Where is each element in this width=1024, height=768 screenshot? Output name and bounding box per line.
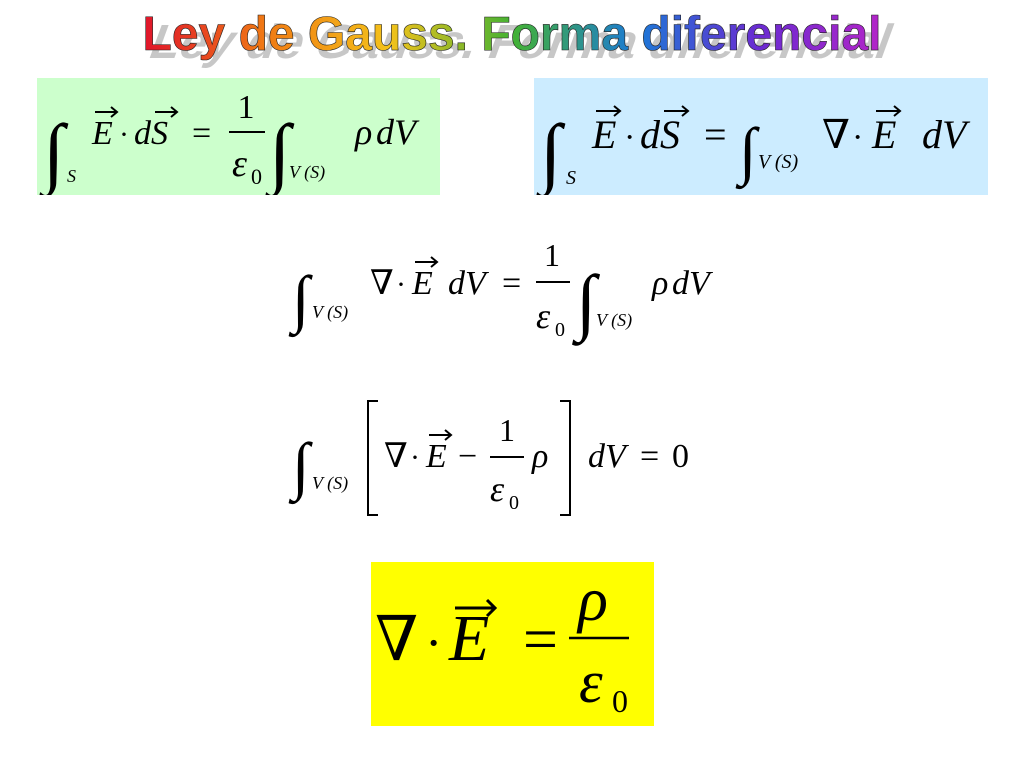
equals-sign: = [640, 438, 659, 475]
area-element: dS [134, 115, 168, 152]
epsilon-symbol: ε [579, 649, 603, 715]
integral-sign: ∫ [535, 108, 566, 195]
epsilon-symbol: ε [490, 469, 505, 509]
epsilon-subscript: 0 [251, 164, 262, 189]
title-shadow: Ley de Gauss. Forma diferencial [143, 14, 901, 68]
integral-sign: ∫ [264, 108, 295, 195]
equation-integral-form-graphic: ∫ S E · dS = 1 ε 0 ∫ V (S) ρ dV [38, 89, 420, 195]
vector-arrow-icon [415, 256, 439, 268]
vector-arrow-icon [455, 598, 498, 618]
volume-subscript: V (S) [312, 302, 348, 323]
field-E: E [871, 112, 896, 157]
minus-sign: − [458, 438, 477, 475]
area-element: dS [640, 112, 680, 157]
zero-value: 0 [672, 438, 689, 475]
equation-zero-integral: ∫ V (S) ∇ · E − 1 ε 0 ρ dV = 0 [280, 395, 720, 520]
nabla-symbol: ∇ [822, 112, 850, 157]
dot-operator: · [119, 118, 129, 151]
integral-sign: ∫ [735, 115, 760, 190]
field-E: E [411, 265, 433, 302]
equals-sign: = [502, 265, 521, 302]
nabla-symbol: ∇ [375, 606, 418, 674]
field-E: E [591, 112, 616, 157]
volume-element: dV [448, 265, 490, 302]
equation-differential-form: ∇ · E = ρ ε 0 [371, 562, 654, 726]
nabla-symbol: ∇ [370, 265, 394, 302]
fraction-numerator: 1 [544, 237, 560, 273]
volume-subscript: V (S) [758, 151, 799, 173]
field-E: E [425, 438, 447, 475]
charge-density: ρ [354, 112, 372, 152]
volume-element: dV [588, 438, 630, 475]
integral-sign: ∫ [572, 261, 601, 346]
vector-arrow-icon [429, 429, 453, 441]
nabla-symbol: ∇ [384, 438, 408, 475]
epsilon-subscript: 0 [509, 492, 519, 514]
equals-sign: = [523, 606, 558, 674]
equation-differential-form-graphic: ∇ · E = ρ ε 0 [375, 566, 629, 719]
equation-combined: ∫ V (S) ∇ · E dV = 1 ε 0 ∫ V (S) ρ dV [280, 230, 740, 350]
slide-title: Ley de Gauss. Forma diferencial Ley de G… [0, 0, 1024, 70]
epsilon-subscript: 0 [612, 683, 628, 719]
equation-divergence-theorem: ∫ S E · dS = ∫ V (S) ∇ · E dV [534, 78, 988, 195]
title-text: Ley de Gauss. Forma diferencial [143, 8, 882, 61]
title-graphic: Ley de Gauss. Forma diferencial Ley de G… [142, 8, 901, 69]
equation-combined-graphic: ∫ V (S) ∇ · E dV = 1 ε 0 ∫ V (S) ρ dV [288, 237, 714, 346]
integral-sign: ∫ [288, 430, 313, 505]
integral-sign: ∫ [38, 108, 69, 195]
right-bracket [560, 400, 571, 516]
epsilon-symbol: ε [536, 296, 551, 336]
epsilon-symbol: ε [232, 143, 247, 185]
fraction-numerator: 1 [238, 89, 255, 126]
volume-subscript: V (S) [289, 162, 325, 183]
volume-element: dV [922, 112, 971, 157]
dot-operator: · [410, 441, 420, 474]
fraction-numerator: 1 [499, 412, 515, 448]
equation-divergence-theorem-graphic: ∫ S E · dS = ∫ V (S) ∇ · E dV [535, 105, 971, 195]
vector-arrow-icon [95, 106, 119, 118]
equation-integral-form: ∫ S E · dS = 1 ε 0 ∫ V (S) ρ dV [37, 78, 440, 195]
integral-sign: ∫ [288, 263, 313, 338]
volume-subscript: V (S) [596, 310, 632, 331]
vector-arrow-icon [155, 106, 179, 118]
volume-element: dV [376, 112, 420, 152]
field-E: E [91, 115, 113, 152]
equals-sign: = [704, 112, 727, 157]
integral-subscript: S [566, 167, 576, 189]
dot-operator: · [624, 119, 635, 156]
field-E: E [448, 602, 489, 675]
vector-arrow-icon [596, 105, 622, 117]
vector-arrow-icon [876, 105, 902, 117]
dot-operator: · [852, 119, 863, 156]
equals-sign: = [192, 115, 211, 152]
volume-element: dV [672, 265, 714, 302]
charge-density: ρ [651, 265, 668, 302]
integral-subscript: S [67, 166, 76, 186]
epsilon-subscript: 0 [555, 319, 565, 341]
left-bracket [367, 400, 378, 516]
equation-zero-integral-graphic: ∫ V (S) ∇ · E − 1 ε 0 ρ dV = 0 [288, 400, 689, 516]
volume-subscript: V (S) [312, 473, 348, 494]
dot-operator: · [396, 268, 406, 301]
charge-density: ρ [531, 438, 548, 475]
dot-operator: · [425, 615, 442, 672]
vector-arrow-icon [664, 105, 690, 117]
charge-density: ρ [576, 566, 608, 634]
